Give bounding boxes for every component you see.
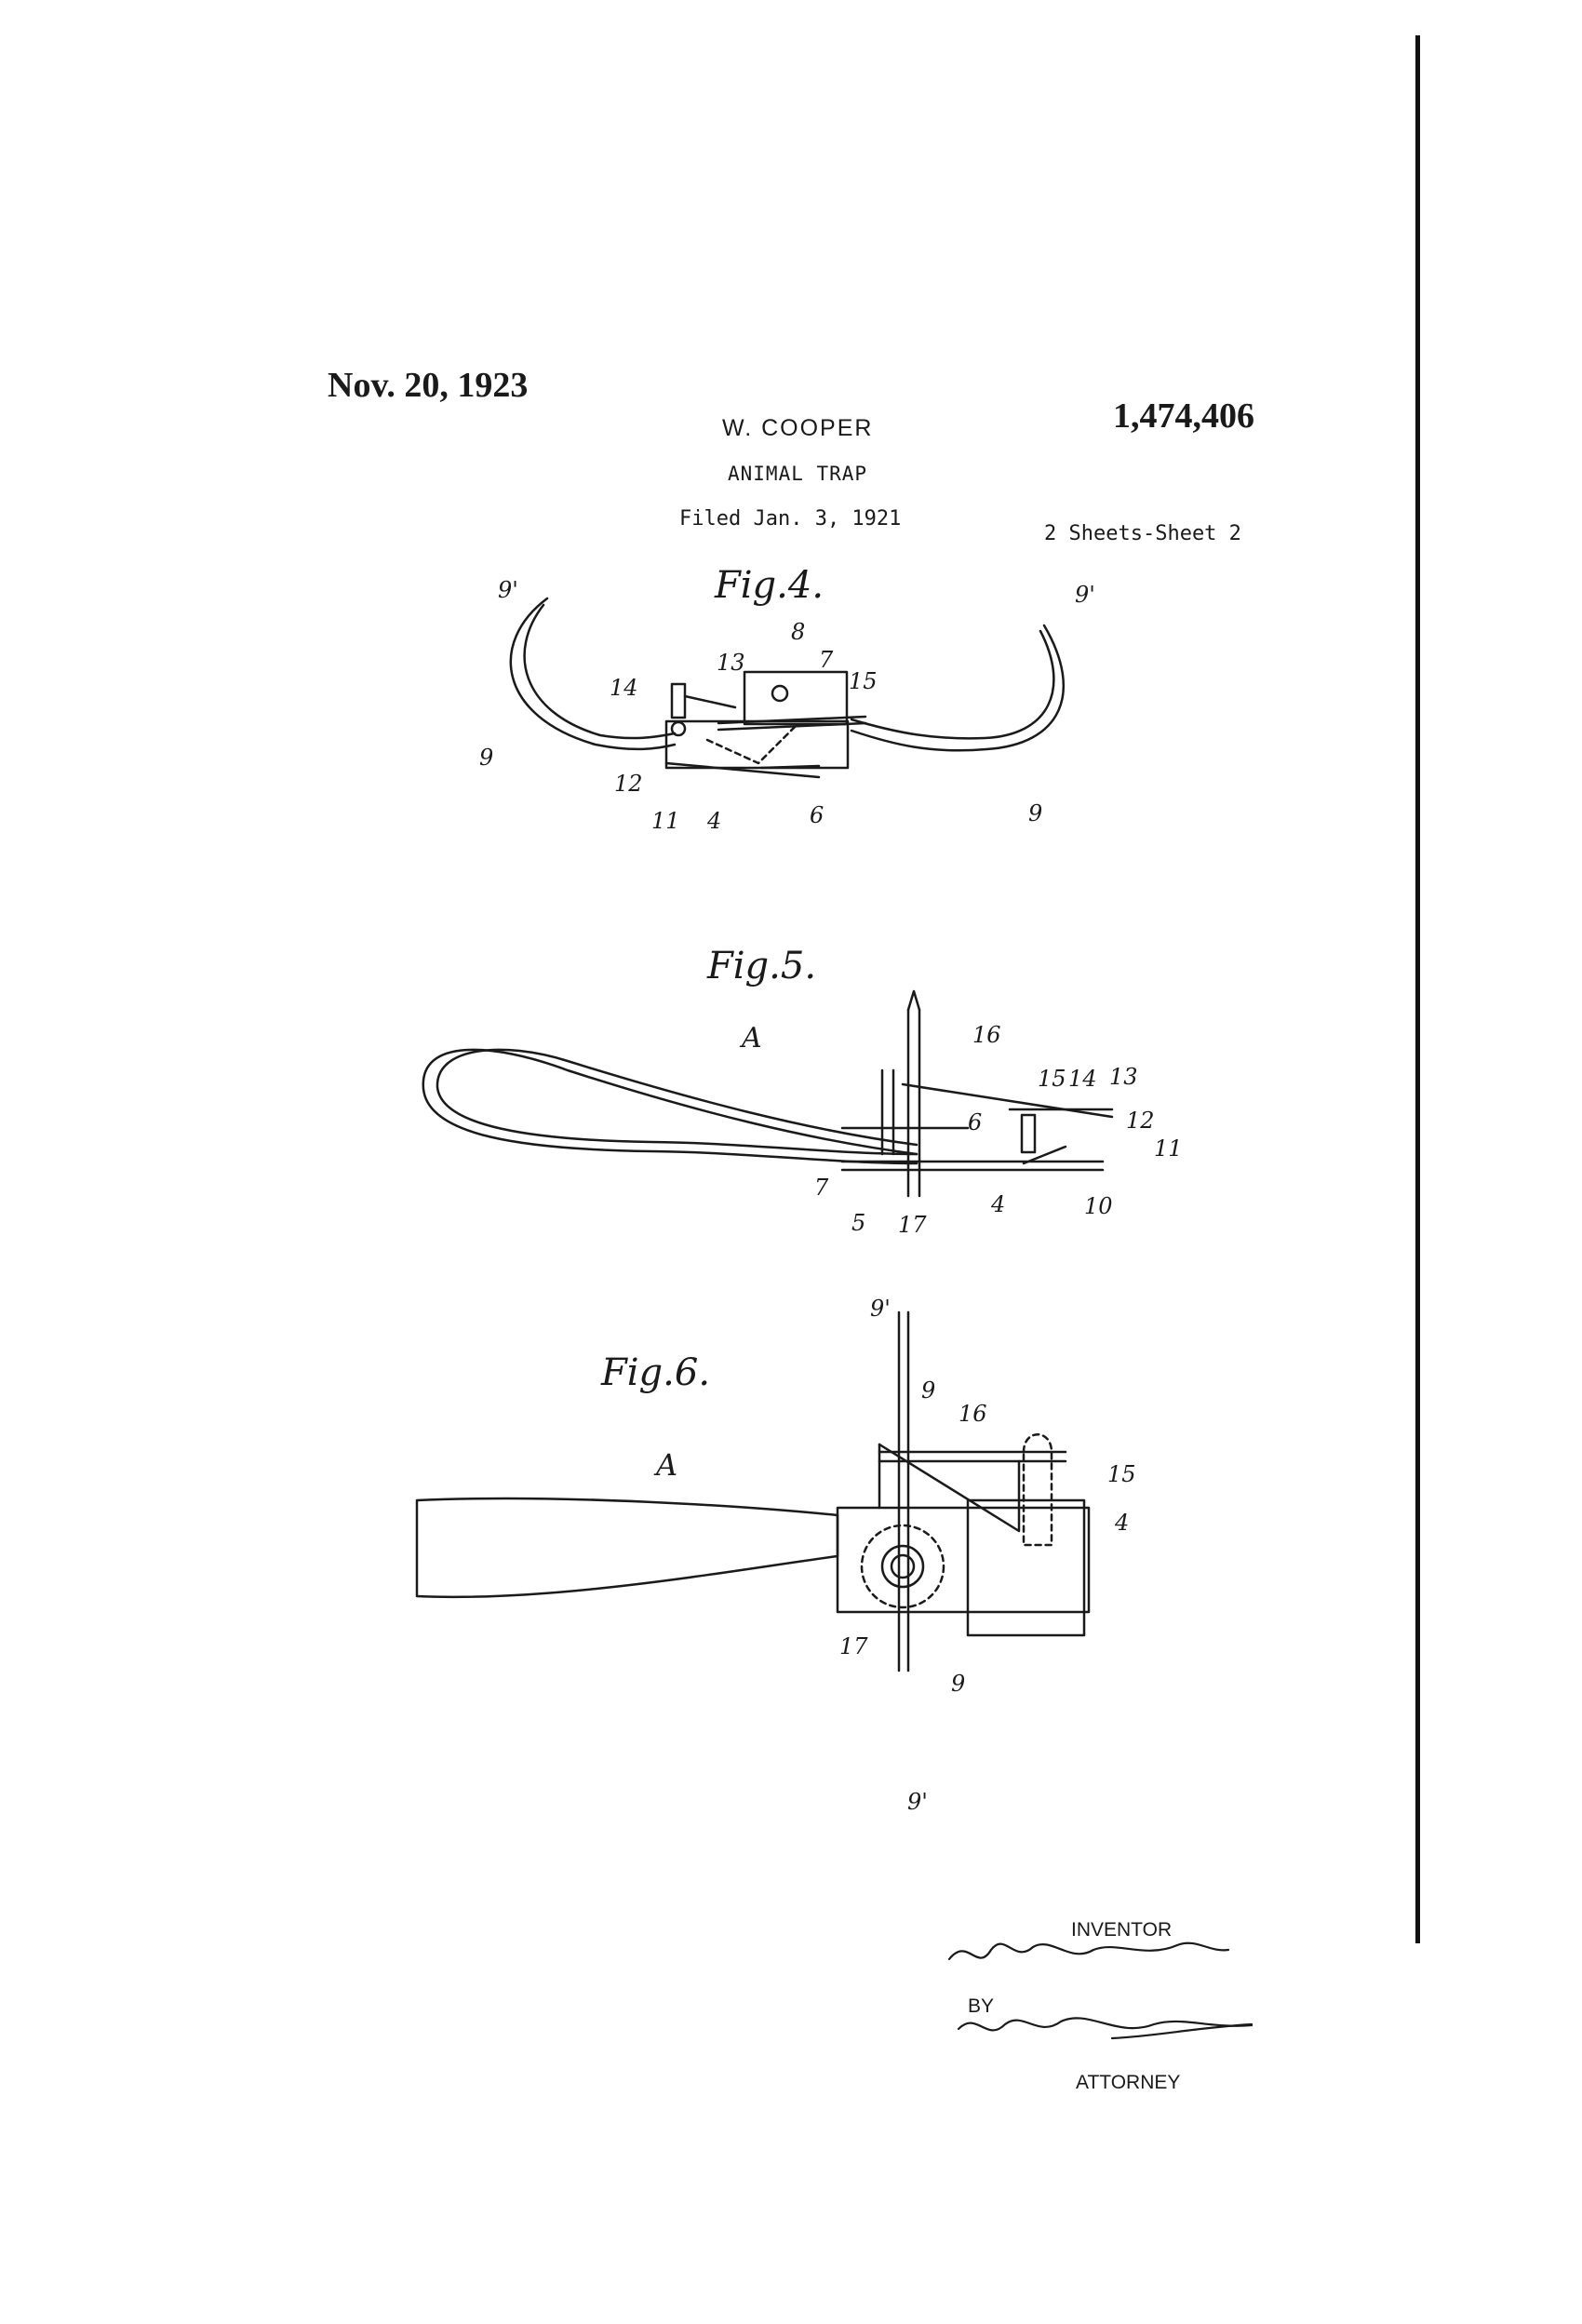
sheet-indicator: 2 Sheets-Sheet 2 xyxy=(1044,522,1241,545)
fig4-plate xyxy=(717,715,867,725)
fig4-dashed-spring xyxy=(705,724,798,765)
fig5-ref: 12 xyxy=(1126,1108,1155,1134)
fig6-ref: 9' xyxy=(870,1296,891,1322)
fig4-left-jaw-outer xyxy=(509,597,677,751)
right-border-line xyxy=(1415,35,1420,1943)
fig6-ref: 4 xyxy=(1115,1510,1130,1536)
fig5-latch xyxy=(1020,1113,1037,1154)
fig4-latch-arm xyxy=(683,694,737,709)
fig6-ref: 16 xyxy=(959,1401,987,1427)
fig5-spring-inner xyxy=(436,1048,918,1156)
fig4-ref: 9 xyxy=(1028,800,1043,826)
patent-title: ANIMAL TRAP xyxy=(728,463,868,485)
fig4-ref: 9' xyxy=(1075,582,1095,608)
patent-date: Nov. 20, 1923 xyxy=(328,366,529,405)
fig6-label: Fig.6. xyxy=(601,1351,711,1394)
fig4-latch xyxy=(670,682,687,719)
fig6-ref: 9 xyxy=(921,1377,936,1404)
fig4-ref: 14 xyxy=(610,675,638,701)
fig5-ref: 11 xyxy=(1154,1135,1183,1162)
fig5-ref: 6 xyxy=(968,1109,983,1135)
inventor-label: INVENTOR xyxy=(1071,1919,1173,1941)
fig5-ref: 5 xyxy=(851,1210,866,1236)
fig6-dashed-latch xyxy=(1022,1433,1053,1547)
fig5-spring-outer xyxy=(422,1048,918,1165)
fig6-ref: 17 xyxy=(839,1633,868,1659)
fig5-ref: 10 xyxy=(1084,1193,1113,1219)
fig5-ref: 15 xyxy=(1038,1066,1066,1092)
fig4-left-jaw-inner xyxy=(523,603,677,740)
fig5-ref: 4 xyxy=(991,1191,1006,1217)
fig4-right-jaw-outer xyxy=(850,624,1066,752)
fig4-right-jaw-inner xyxy=(850,629,1055,740)
fig6-ref: 9' xyxy=(907,1789,928,1815)
fig6-pivot-dashed xyxy=(860,1524,945,1609)
by-label: BY xyxy=(968,1995,995,2017)
fig4-pivot xyxy=(771,684,789,703)
fig4-upper-block xyxy=(743,670,849,726)
fig6-drawing xyxy=(415,1310,1091,1672)
filed-date: Filed Jan. 3, 1921 xyxy=(679,507,902,531)
fig5-ref: 16 xyxy=(972,1022,1001,1048)
fig6-pivot-inner xyxy=(890,1553,916,1579)
fig6-ref: 9 xyxy=(951,1671,966,1697)
fig4-base-line xyxy=(664,761,821,779)
fig6-ref: 15 xyxy=(1107,1461,1136,1487)
patent-number: 1,474,406 xyxy=(1113,396,1254,436)
fig5-drawing xyxy=(422,989,1114,1198)
fig6-ref: A xyxy=(656,1447,678,1483)
fig6-base-plate xyxy=(836,1506,1091,1614)
fig6-trigger-plate xyxy=(966,1498,1086,1637)
fig6-pivot-outer xyxy=(880,1544,925,1589)
fig5-ref: 17 xyxy=(898,1212,927,1238)
fig5-ref: 13 xyxy=(1109,1064,1138,1090)
fig4-ref: 6 xyxy=(810,802,825,828)
fig4-ref: 9 xyxy=(479,745,494,771)
fig5-ref: 7 xyxy=(814,1175,829,1201)
fig4-ref: 11 xyxy=(651,808,680,834)
fig4-ref: 9' xyxy=(498,577,518,603)
fig4-ref: 7 xyxy=(819,647,834,673)
fig5-ref: A xyxy=(742,1022,762,1055)
fig5-ref: 14 xyxy=(1068,1066,1097,1092)
fig4-foot xyxy=(759,764,821,770)
fig5-label: Fig.5. xyxy=(707,945,817,987)
fig4-ref: 13 xyxy=(717,650,745,676)
fig5-jaw-tip xyxy=(906,989,921,1012)
fig4-ref: 12 xyxy=(614,771,643,797)
fig4-ref: 8 xyxy=(791,619,806,645)
fig6-spring-paddle xyxy=(415,1497,839,1599)
fig5-lever xyxy=(901,1082,1114,1119)
fig4-ref: 4 xyxy=(707,808,722,834)
fig4-plate-lower xyxy=(717,721,867,732)
fig4-ref: 15 xyxy=(849,668,878,694)
attorney-label: ATTORNEY xyxy=(1076,2072,1181,2093)
fig5-base-end xyxy=(1022,1145,1067,1165)
fig4-drawing xyxy=(509,597,1066,779)
fig4-latch-pivot xyxy=(670,720,687,737)
fig6-triangle xyxy=(878,1443,1021,1533)
fig4-label: Fig.4. xyxy=(715,564,825,607)
inventor-name: W. COOPER xyxy=(722,415,874,441)
